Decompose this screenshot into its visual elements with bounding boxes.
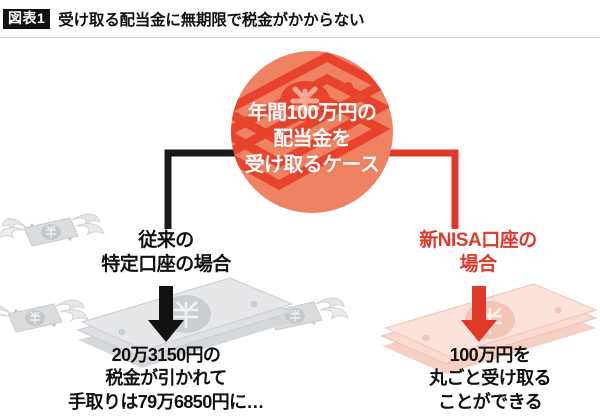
outcome-right-line-1: 100万円を bbox=[449, 345, 531, 365]
figure-number-badge: 図表1 bbox=[3, 9, 51, 29]
outcome-left-line-1: 20万3150円の bbox=[111, 345, 221, 365]
center-line-3: 受け取るケース bbox=[244, 154, 380, 176]
outcome-left-line-3: 手取りは79万6850円に… bbox=[68, 391, 264, 412]
decor-flying-money-center bbox=[241, 297, 349, 331]
center-node-text: 年間100万円の 配当金を 受け取るケース bbox=[226, 100, 398, 178]
yen-bills-icon bbox=[231, 51, 391, 191]
branch-left-line-1: 従来の bbox=[138, 230, 194, 251]
outcome-right-line-3: ことができる bbox=[437, 391, 543, 412]
branch-right-line-1: 新NISA口座の bbox=[419, 230, 537, 251]
branch-label-new-nisa: 新NISA口座の 場合 bbox=[378, 229, 578, 277]
branch-left-line-2: 特定口座の場合 bbox=[101, 253, 231, 275]
outcome-text-conventional: 20万3150円の 税金が引かれて 手取りは79万6850円に… bbox=[37, 344, 295, 414]
branch-label-conventional: 従来の 特定口座の場合 bbox=[60, 229, 272, 277]
arrow-down-black bbox=[148, 286, 184, 342]
arrow-down-red bbox=[461, 286, 497, 342]
center-line-2: 配当金を bbox=[273, 128, 351, 150]
page-title: 受け取る配当金に無期限で税金がかからない bbox=[58, 12, 365, 29]
outcome-left-line-2: 税金が引かれて bbox=[105, 368, 227, 389]
center-circle-node bbox=[231, 51, 393, 213]
outcome-text-new-nisa: 100万円を 丸ごと受け取る ことができる bbox=[383, 344, 597, 414]
center-line-1: 年間100万円の bbox=[247, 102, 377, 124]
decor-flying-money-left-lower bbox=[0, 299, 89, 333]
outcome-right-line-2: 丸ごと受け取る bbox=[429, 368, 551, 389]
figure-header: 図表1 受け取る配当金に無期限で税金がかからない bbox=[0, 0, 600, 38]
header-divider bbox=[0, 37, 600, 38]
branch-right-line-2: 場合 bbox=[459, 253, 497, 275]
yen-symbol bbox=[280, 81, 330, 121]
